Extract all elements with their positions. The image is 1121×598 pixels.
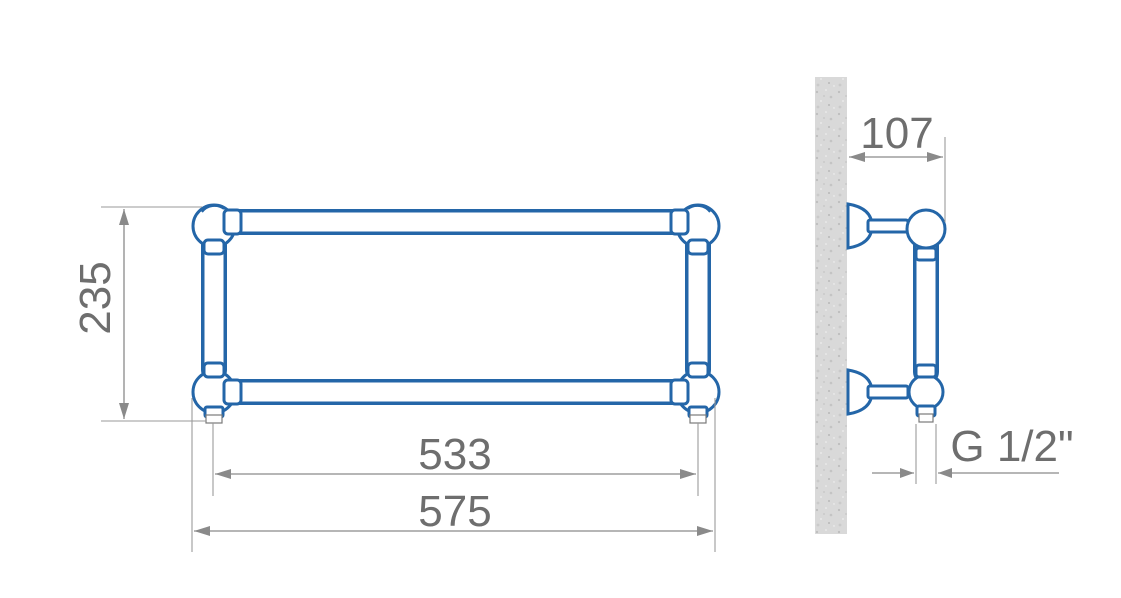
side-thread-stub	[918, 413, 934, 423]
dimension-depth: 107	[849, 109, 946, 222]
height-label: 235	[71, 261, 120, 334]
corner-fitting-top-left	[191, 203, 243, 256]
lower-wall-bracket	[846, 363, 945, 418]
side-view	[815, 77, 947, 534]
outer-width-label: 575	[418, 487, 491, 536]
corner-fitting-bottom-right	[669, 361, 721, 419]
front-view	[191, 203, 721, 424]
inner-width-label: 533	[418, 430, 491, 479]
dimension-connection: G 1/2"	[872, 422, 1074, 484]
connection-label: G 1/2"	[950, 422, 1073, 471]
corner-fitting-bottom-left	[191, 361, 243, 419]
upper-wall-bracket	[846, 202, 947, 262]
depth-label: 107	[860, 109, 933, 158]
corner-fitting-top-right	[669, 203, 721, 256]
thread-stub-left	[205, 414, 223, 424]
wall	[815, 77, 847, 534]
dimension-inner-width: 533	[212, 423, 699, 496]
dimension-height: 235	[71, 206, 206, 422]
dimension-outer-width: 575	[191, 398, 716, 552]
thread-stub-right	[689, 414, 707, 424]
